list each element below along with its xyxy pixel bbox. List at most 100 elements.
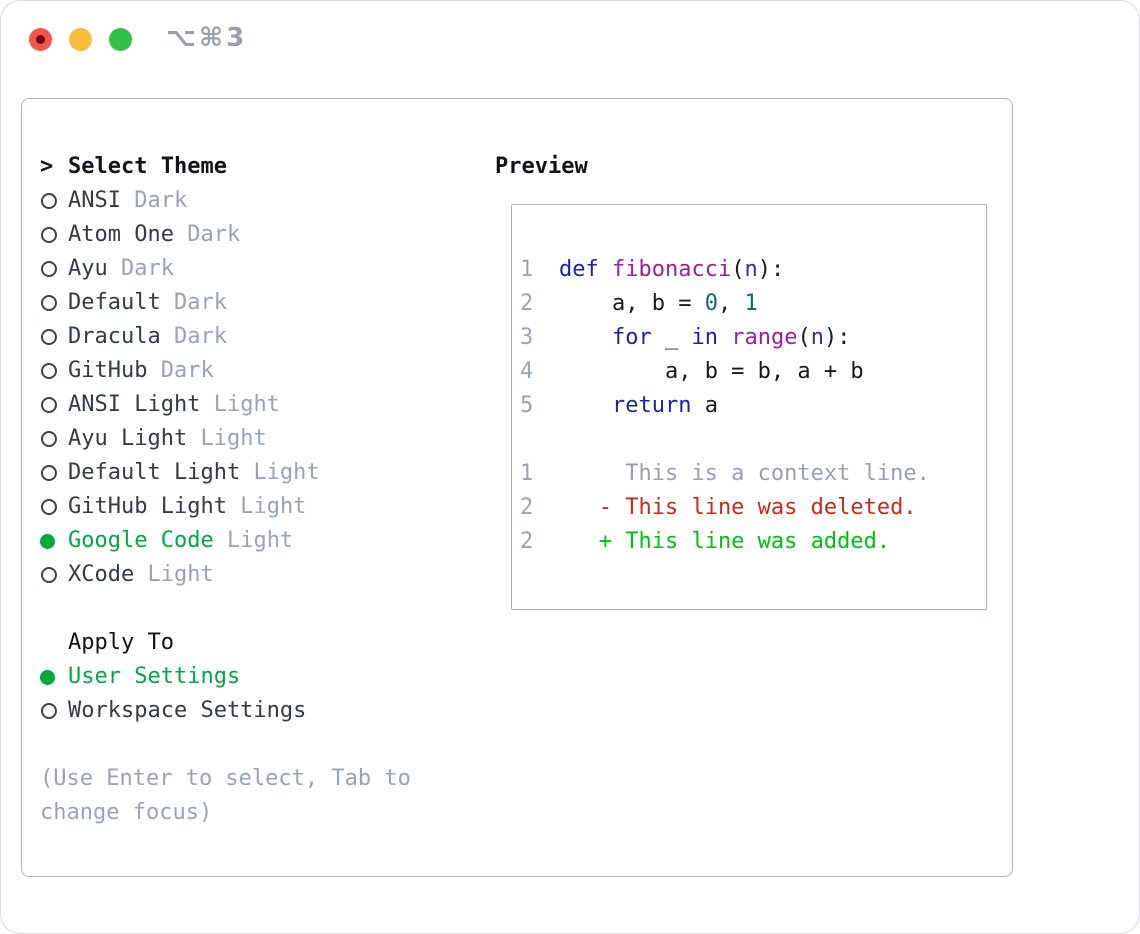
- code-tokens: a, b = 0, 1: [559, 287, 758, 321]
- line-number: 4: [520, 359, 534, 384]
- theme-variant: Dark: [134, 188, 188, 213]
- theme-name: GitHub: [68, 358, 148, 383]
- code-tokens: for _ in range(n):: [559, 321, 850, 355]
- record-dot-icon: [36, 35, 45, 44]
- select-theme-header: > Select Theme: [40, 150, 476, 184]
- theme-variant: Light: [240, 494, 307, 519]
- radio-icon: [40, 227, 68, 243]
- token-literal: 1: [744, 291, 758, 316]
- theme-variant: Light: [200, 426, 267, 451]
- maximize-button[interactable]: [109, 28, 132, 51]
- theme-item-github[interactable]: GitHub Dark: [40, 354, 476, 388]
- theme-variant: Light: [253, 460, 320, 485]
- token-plain: [559, 393, 612, 418]
- token-plain: a, b =: [559, 291, 705, 316]
- theme-item-ayu[interactable]: Ayu Dark: [40, 252, 476, 286]
- theme-item-google-code[interactable]: Google Code Light: [40, 524, 476, 558]
- token-plain: [599, 257, 612, 282]
- theme-name: Default Light: [68, 460, 241, 485]
- radio-icon: [40, 703, 68, 719]
- apply-option-workspace-settings[interactable]: Workspace Settings: [40, 694, 476, 728]
- theme-variant: Light: [147, 562, 214, 587]
- apply-option-user-settings[interactable]: User Settings: [40, 660, 476, 694]
- theme-item-atom-one[interactable]: Atom One Dark: [40, 218, 476, 252]
- token-keyword: return: [611, 393, 692, 418]
- preview-title: Preview: [495, 154, 588, 179]
- theme-name: ANSI Light: [68, 392, 201, 417]
- theme-variant: Light: [226, 528, 294, 553]
- theme-item-ansi[interactable]: ANSI Dark: [40, 184, 476, 218]
- theme-variant: Light: [213, 392, 280, 417]
- token-literal: 0: [704, 291, 718, 316]
- code-line: 2 a, b = 0, 1: [520, 287, 980, 321]
- theme-item-default[interactable]: Default Dark: [40, 286, 476, 320]
- titlebar: ⌥⌘3: [1, 1, 1139, 73]
- theme-item-dracula[interactable]: Dracula Dark: [40, 320, 476, 354]
- code-tokens: def fibonacci(n):: [559, 253, 784, 287]
- radio-icon: [40, 295, 68, 311]
- theme-name: XCode: [68, 562, 135, 587]
- token-plain: a, b = b, a + b: [559, 359, 864, 384]
- apply-option-label: User Settings: [68, 664, 241, 689]
- window-title: ⌥⌘3: [166, 23, 248, 53]
- theme-item-ayu-light[interactable]: Ayu Light Light: [40, 422, 476, 456]
- token-plain: (: [797, 325, 811, 350]
- selected-radio-icon: [40, 669, 68, 685]
- line-number: 2: [520, 495, 534, 520]
- theme-item-ansi-light[interactable]: ANSI Light Light: [40, 388, 476, 422]
- token-plain: _: [651, 325, 692, 350]
- theme-variant: Dark: [187, 222, 241, 247]
- token-plain: [718, 325, 731, 350]
- theme-variant: Dark: [173, 290, 227, 315]
- token-plain: ):: [757, 257, 785, 282]
- theme-item-github-light[interactable]: GitHub Light Light: [40, 490, 476, 524]
- theme-variant: Dark: [173, 324, 227, 349]
- radio-icon: [40, 499, 68, 515]
- select-theme-title: Select Theme: [68, 154, 227, 179]
- spacer: [40, 592, 476, 626]
- theme-variant: Dark: [160, 358, 214, 383]
- code-tokens: a, b = b, a + b: [559, 355, 864, 389]
- selected-radio-icon: [40, 533, 68, 549]
- apply-option-label: Workspace Settings: [68, 698, 307, 723]
- token-keyword: in: [691, 325, 718, 350]
- theme-name: Dracula: [68, 324, 161, 349]
- theme-variant: Dark: [121, 256, 174, 281]
- theme-name: GitHub Light: [68, 494, 227, 519]
- theme-name: Atom One: [68, 222, 174, 247]
- radio-icon: [40, 465, 68, 481]
- theme-name: Default: [68, 290, 161, 315]
- theme-item-xcode[interactable]: XCode Light: [40, 558, 476, 592]
- line-number: 3: [520, 325, 534, 350]
- radio-icon: [40, 261, 68, 277]
- prompt-marker: >: [40, 150, 68, 184]
- code-line: 5 return a: [520, 389, 980, 423]
- minimize-button[interactable]: [69, 28, 92, 51]
- diff-text: - This line was deleted.: [559, 495, 917, 520]
- theme-name: Ayu: [68, 256, 108, 281]
- token-function: range: [731, 325, 798, 350]
- line-number: 2: [520, 529, 534, 554]
- token-plain: a: [691, 393, 718, 418]
- line-number: 2: [520, 291, 534, 316]
- line-number: 5: [520, 393, 534, 418]
- radio-icon: [40, 193, 68, 209]
- spacer: [520, 423, 980, 457]
- apply-to-header: Apply To: [40, 626, 476, 660]
- diff-text: + This line was added.: [559, 529, 891, 554]
- radio-icon: [40, 329, 68, 345]
- diff-text: This is a context line.: [559, 461, 930, 486]
- radio-icon: [40, 397, 68, 413]
- theme-item-default-light[interactable]: Default Light Light: [40, 456, 476, 490]
- token-plain: [559, 325, 612, 350]
- token-function: fibonacci: [612, 257, 732, 282]
- diff-line-added: 2 + This line was added.: [520, 525, 980, 559]
- apply-to-title: Apply To: [68, 630, 174, 655]
- close-button[interactable]: [29, 28, 52, 51]
- help-text: (Use Enter to select, Tab to change focu…: [40, 766, 411, 825]
